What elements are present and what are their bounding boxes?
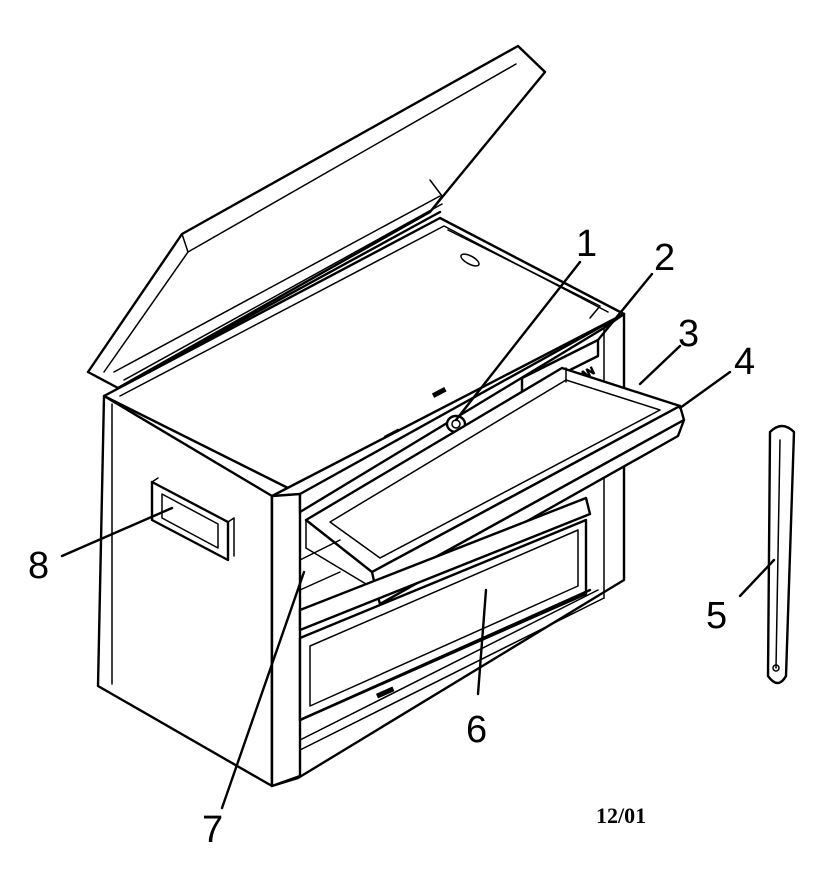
- callout-7: 7: [202, 809, 223, 851]
- callout-8: 8: [28, 545, 49, 587]
- callout-5: 5: [706, 595, 727, 637]
- leader-1: [454, 260, 582, 422]
- callout-2: 2: [654, 237, 675, 279]
- date-code: 12/01: [596, 803, 646, 828]
- open-drawer: [304, 366, 686, 606]
- leader-4: [678, 370, 732, 410]
- callout-3: 3: [678, 313, 699, 355]
- callout-1: 1: [576, 223, 597, 265]
- leader-7: [220, 570, 306, 810]
- callout-6: 6: [466, 709, 487, 751]
- leader-5: [738, 558, 776, 598]
- leader-8: [60, 506, 174, 558]
- callout-labels: 1 2 3 4 5 6 7 8: [28, 223, 755, 851]
- lower-drawers: [298, 496, 592, 722]
- side-handle: [150, 477, 235, 562]
- leader-lines: [60, 260, 776, 810]
- leader-2: [596, 272, 654, 342]
- drawer-liner-strip: [766, 424, 796, 685]
- leader-3: [638, 344, 682, 386]
- leader-6: [476, 588, 488, 696]
- callout-4: 4: [734, 341, 755, 383]
